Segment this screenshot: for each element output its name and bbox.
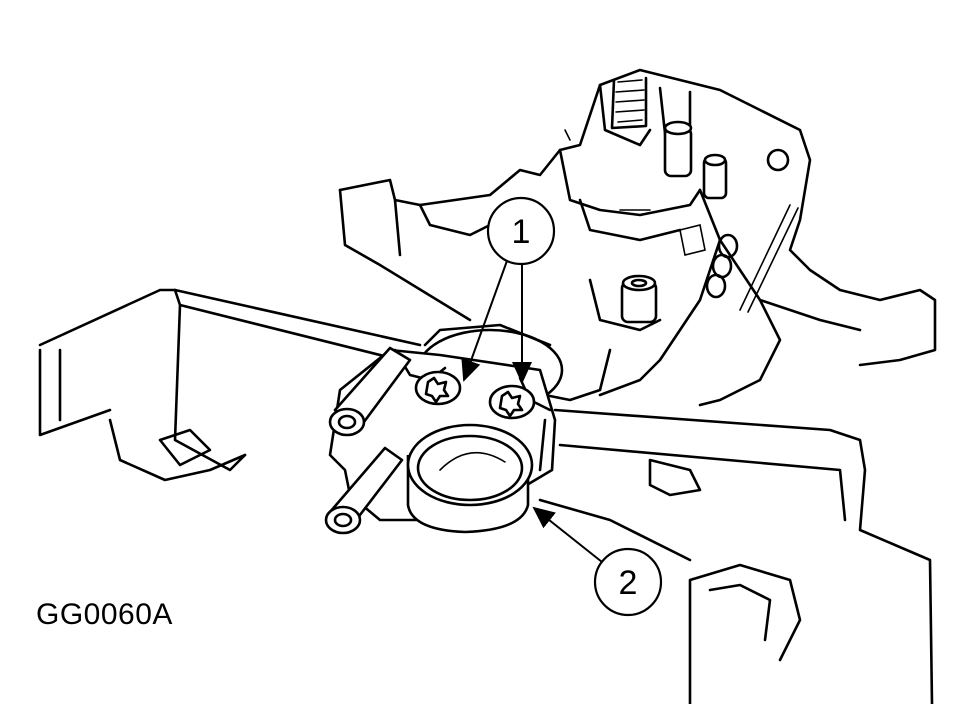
callout-2-circle (593, 547, 663, 617)
callout-2-number: 2 (619, 564, 638, 602)
callout-1: 1 (461, 196, 556, 384)
bolt-right (488, 384, 536, 420)
valve-body (338, 68, 937, 497)
plunger-cylinder (620, 120, 728, 324)
figure-id-label: GG0060A (36, 598, 173, 631)
bracket-assembly (324, 346, 557, 535)
callout-1-number: 1 (512, 213, 531, 251)
bolt-left (414, 370, 462, 406)
callout-1-leader-left (461, 257, 509, 382)
callout-2-leader (532, 506, 603, 563)
case-housing (38, 288, 934, 704)
callout-2: 2 (532, 506, 663, 617)
callout-1-circle (486, 196, 556, 266)
